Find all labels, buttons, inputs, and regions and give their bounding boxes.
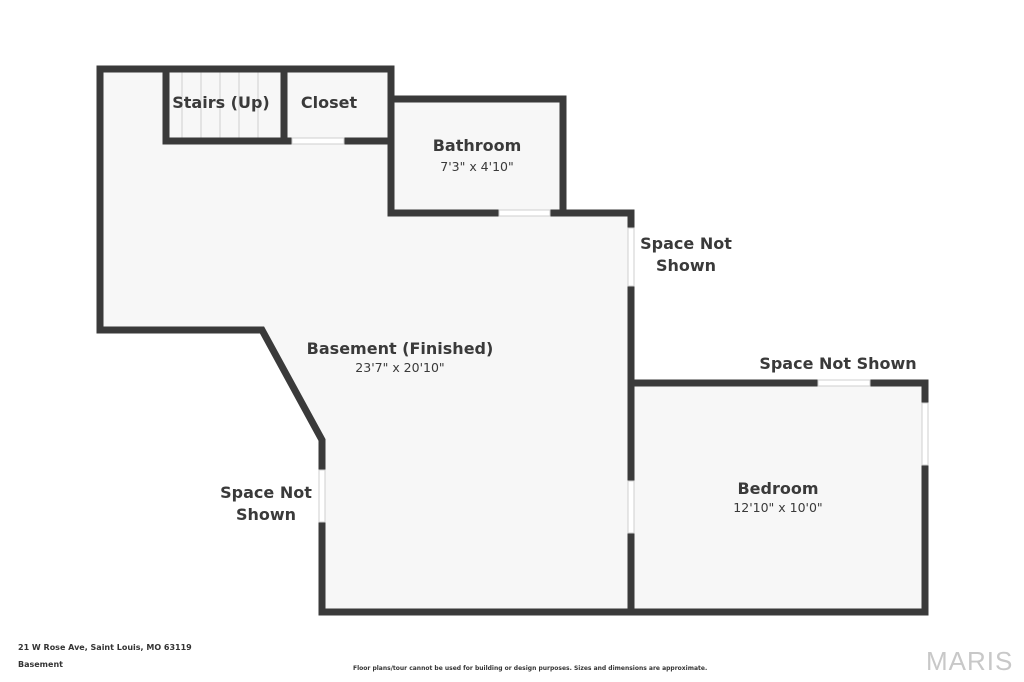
space-not-shown-left-line2: Shown	[236, 505, 296, 524]
space-not-shown-right-line2: Shown	[656, 256, 716, 275]
space-not-shown-right-line1: Space Not	[640, 234, 732, 253]
bathroom-label: Bathroom	[433, 136, 522, 155]
bathroom-dimensions: 7'3" x 4'10"	[440, 159, 513, 174]
floor-name: Basement	[18, 660, 63, 669]
basement-label: Basement (Finished)	[307, 339, 494, 358]
closet-door	[291, 137, 345, 145]
right-upper-opening	[627, 227, 635, 287]
bedroom-door	[627, 480, 635, 534]
bathroom-floor	[391, 99, 563, 213]
address-text: 21 W Rose Ave, Saint Louis, MO 63119	[18, 643, 192, 652]
space-not-shown-top-bedroom: Space Not Shown	[759, 354, 916, 373]
bedroom-top-window	[817, 379, 871, 387]
bedroom-label: Bedroom	[737, 479, 818, 498]
left-diagonal-wall	[96, 326, 635, 616]
disclaimer-text: Floor plans/tour cannot be used for buil…	[353, 665, 708, 672]
stairs-treads	[181, 69, 259, 141]
openings	[291, 137, 929, 534]
bedroom-wall	[627, 379, 929, 616]
basement-floor	[100, 69, 631, 612]
closet-label: Closet	[301, 93, 358, 112]
walls	[96, 65, 929, 616]
stairs-label: Stairs (Up)	[172, 93, 270, 112]
bedroom-dimensions: 12'10" x 10'0"	[733, 500, 822, 515]
bedroom-floor	[631, 383, 925, 612]
space-not-shown-left-line1: Space Not	[220, 483, 312, 502]
left-lower-opening	[318, 469, 326, 523]
maris-logo: MARIS	[926, 646, 1014, 676]
bedroom-right-window	[921, 402, 929, 466]
bathroom-door	[498, 209, 551, 217]
basement-dimensions: 23'7" x 20'10"	[355, 360, 444, 375]
